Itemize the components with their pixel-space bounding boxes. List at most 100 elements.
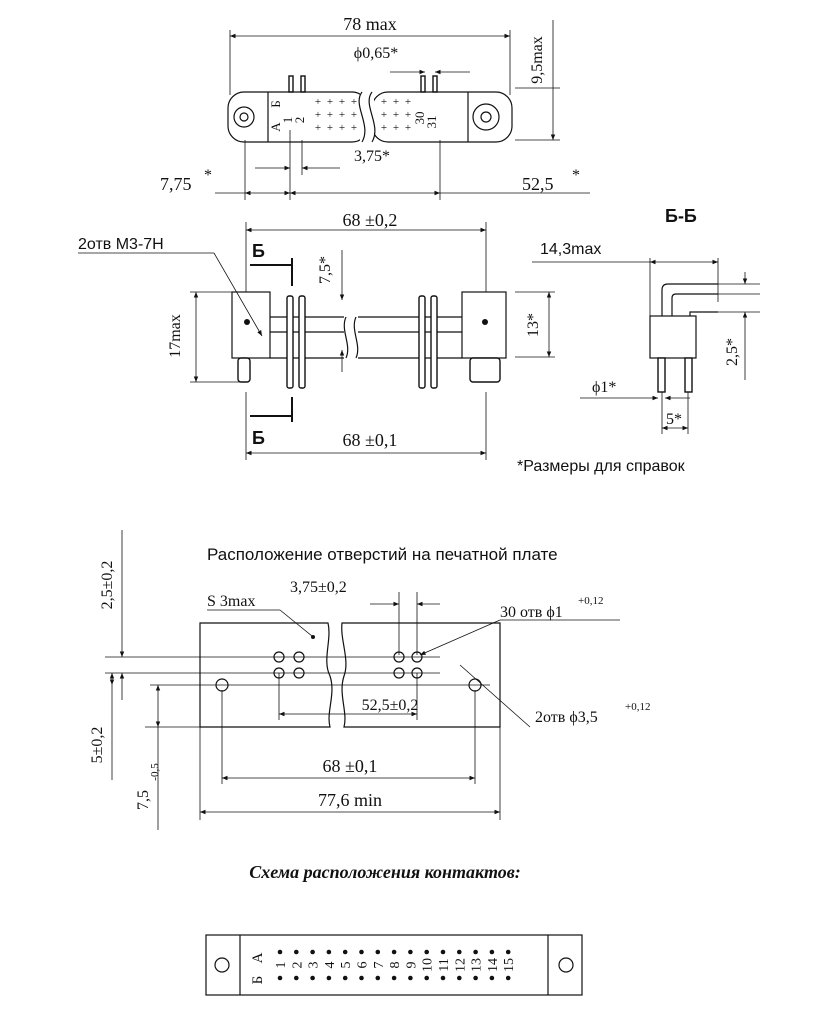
dim-section-pitch: 5* (666, 411, 682, 428)
dim-pcb-edge-tolerance: -0,5 (149, 763, 161, 781)
scheme-contact-dot-b (342, 975, 348, 981)
dim-pcb-pitch: 3,75±0,2 (290, 579, 347, 596)
dim-pcb-row-spacing: 2,5±0,2 (99, 561, 116, 610)
scheme-contact-number: 1 (274, 962, 289, 969)
pin-number-2: 2 (292, 117, 307, 124)
reference-note: *Размеры для справок (517, 458, 686, 475)
mount-holes-label: 2отв М3-7Н (78, 236, 164, 253)
scheme-row-b: Б (250, 976, 266, 985)
front-pin (298, 295, 306, 389)
dim-pcb-board-min: 77,6 min (318, 790, 382, 810)
scheme-contact-number: 10 (421, 958, 436, 972)
pcb-layout: Расположение отверстий на печатной плате… (89, 530, 650, 830)
scheme-contact-dot-b (375, 975, 381, 981)
scheme-contact-dot-a (440, 949, 446, 955)
scheme-contact-number: 5 (339, 962, 354, 969)
scheme-contact-dot-a (473, 949, 478, 955)
contact-mark: + (393, 122, 399, 134)
contact-mark: + (405, 109, 411, 121)
scheme-contact-dot-b (326, 975, 332, 981)
dim-right-span: 52,5 (522, 174, 554, 194)
dim-front-height: 17max (167, 314, 184, 358)
dim-front-top-length: 68 ±0,2 (343, 210, 398, 230)
front-pins (286, 295, 438, 389)
dim-contact-pitch: 3,75* (354, 148, 390, 165)
contact-mark: + (327, 96, 333, 108)
contact-holes-label: 30 отв ϕ1 (500, 604, 563, 621)
scheme-contact-dot-b (424, 975, 430, 981)
front-view: 68 ±0,2 2отв М3-7Н Б 7,5* 17max 13* (78, 210, 555, 460)
scheme-contact-dot-a (326, 949, 332, 955)
scheme-contact-dot-a (457, 949, 462, 955)
contact-mark: + (351, 122, 357, 134)
scheme-contact-dot-b (310, 975, 315, 981)
top-view: 78 max ϕ0,65* 9,5max А Б 1 2 30 31 +++ (160, 14, 590, 200)
section-view: Б-Б 14,3max 2,5* ϕ1* 5* (532, 206, 760, 434)
scheme-contact-number: 11 (437, 958, 452, 971)
contact-mark: + (315, 109, 321, 121)
scheme-contact-number: 12 (453, 958, 468, 972)
row-label-a: А (268, 122, 283, 132)
front-pin (430, 295, 438, 389)
pin-number-31: 31 (424, 116, 439, 129)
front-pin (286, 295, 294, 389)
asterisk-left: * (204, 167, 212, 184)
scheme-contact-number: 13 (470, 958, 485, 972)
dim-pin-offset: 7,5* (317, 256, 334, 284)
contact-mark: + (381, 96, 387, 108)
front-pin (418, 295, 426, 389)
contact-mark: + (327, 109, 333, 121)
dim-front-bottom-length: 68 ±0,1 (343, 430, 398, 450)
dim-pin-diameter: ϕ0,65* (354, 45, 398, 62)
contact-mark: + (339, 96, 345, 108)
scheme-contact-dot-b (473, 975, 478, 981)
scheme-contact-dot-a (505, 949, 511, 955)
contact-mark: + (339, 109, 345, 121)
contact-mark: + (315, 122, 321, 134)
scheme-contact-dot-b (359, 975, 364, 981)
dim-section-pin-diameter: ϕ1* (592, 379, 616, 396)
dim-s: S 3max (207, 593, 255, 610)
scheme-contact-dot-b (294, 975, 299, 981)
pin-number-1: 1 (280, 117, 295, 124)
dim-overall-length: 78 max (343, 14, 397, 34)
dim-section-row: 2,5* (724, 338, 741, 366)
contact-mark: + (381, 122, 387, 134)
dim-pcb-offset: 5±0,2 (89, 727, 106, 764)
contact-mark: + (327, 122, 333, 134)
dim-left-offset: 7,75 (160, 174, 192, 194)
mount-holes-pcb-tolerance: +0,12 (625, 701, 650, 713)
scheme-contact-dot-b (391, 975, 397, 981)
contact-mark: + (351, 109, 357, 121)
scheme-contact-number: 7 (372, 962, 387, 969)
section-mark-bottom: Б (252, 428, 265, 448)
scheme-contact-dot-a (489, 949, 495, 955)
contact-mark: + (315, 96, 321, 108)
scheme-contact-number: 6 (356, 962, 371, 969)
dim-pcb-span: 52,5±0,2 (362, 697, 419, 714)
contact-mark: + (405, 96, 411, 108)
pcb-layout-title: Расположение отверстий на печатной плате (207, 545, 558, 564)
scheme-contact-dot-b (408, 975, 413, 981)
scheme-contact-number: 15 (502, 958, 517, 972)
contact-mark: + (393, 109, 399, 121)
scheme-contact-dot-b (277, 975, 283, 981)
scheme-contact-dot-a (408, 949, 413, 955)
scheme-contact-number: 4 (323, 962, 338, 969)
scheme-contact-dot-a (375, 949, 381, 955)
scheme-contact-number: 2 (290, 962, 305, 969)
dim-top-height: 9,5max (529, 36, 546, 84)
section-title: Б-Б (665, 206, 697, 226)
scheme-contact-number: 9 (404, 962, 419, 969)
contact-scheme-title: Схема расположения контактов: (249, 862, 521, 882)
scheme-row-a: А (250, 952, 266, 963)
scheme-contact-dot-a (310, 949, 315, 955)
scheme-contact-number: 14 (486, 958, 501, 972)
scheme-contact-dot-a (359, 949, 364, 955)
dim-pcb-mount-span: 68 ±0,1 (323, 756, 378, 776)
scheme-contact-dot-b (440, 975, 446, 981)
scheme-contact-dot-b (457, 975, 462, 981)
